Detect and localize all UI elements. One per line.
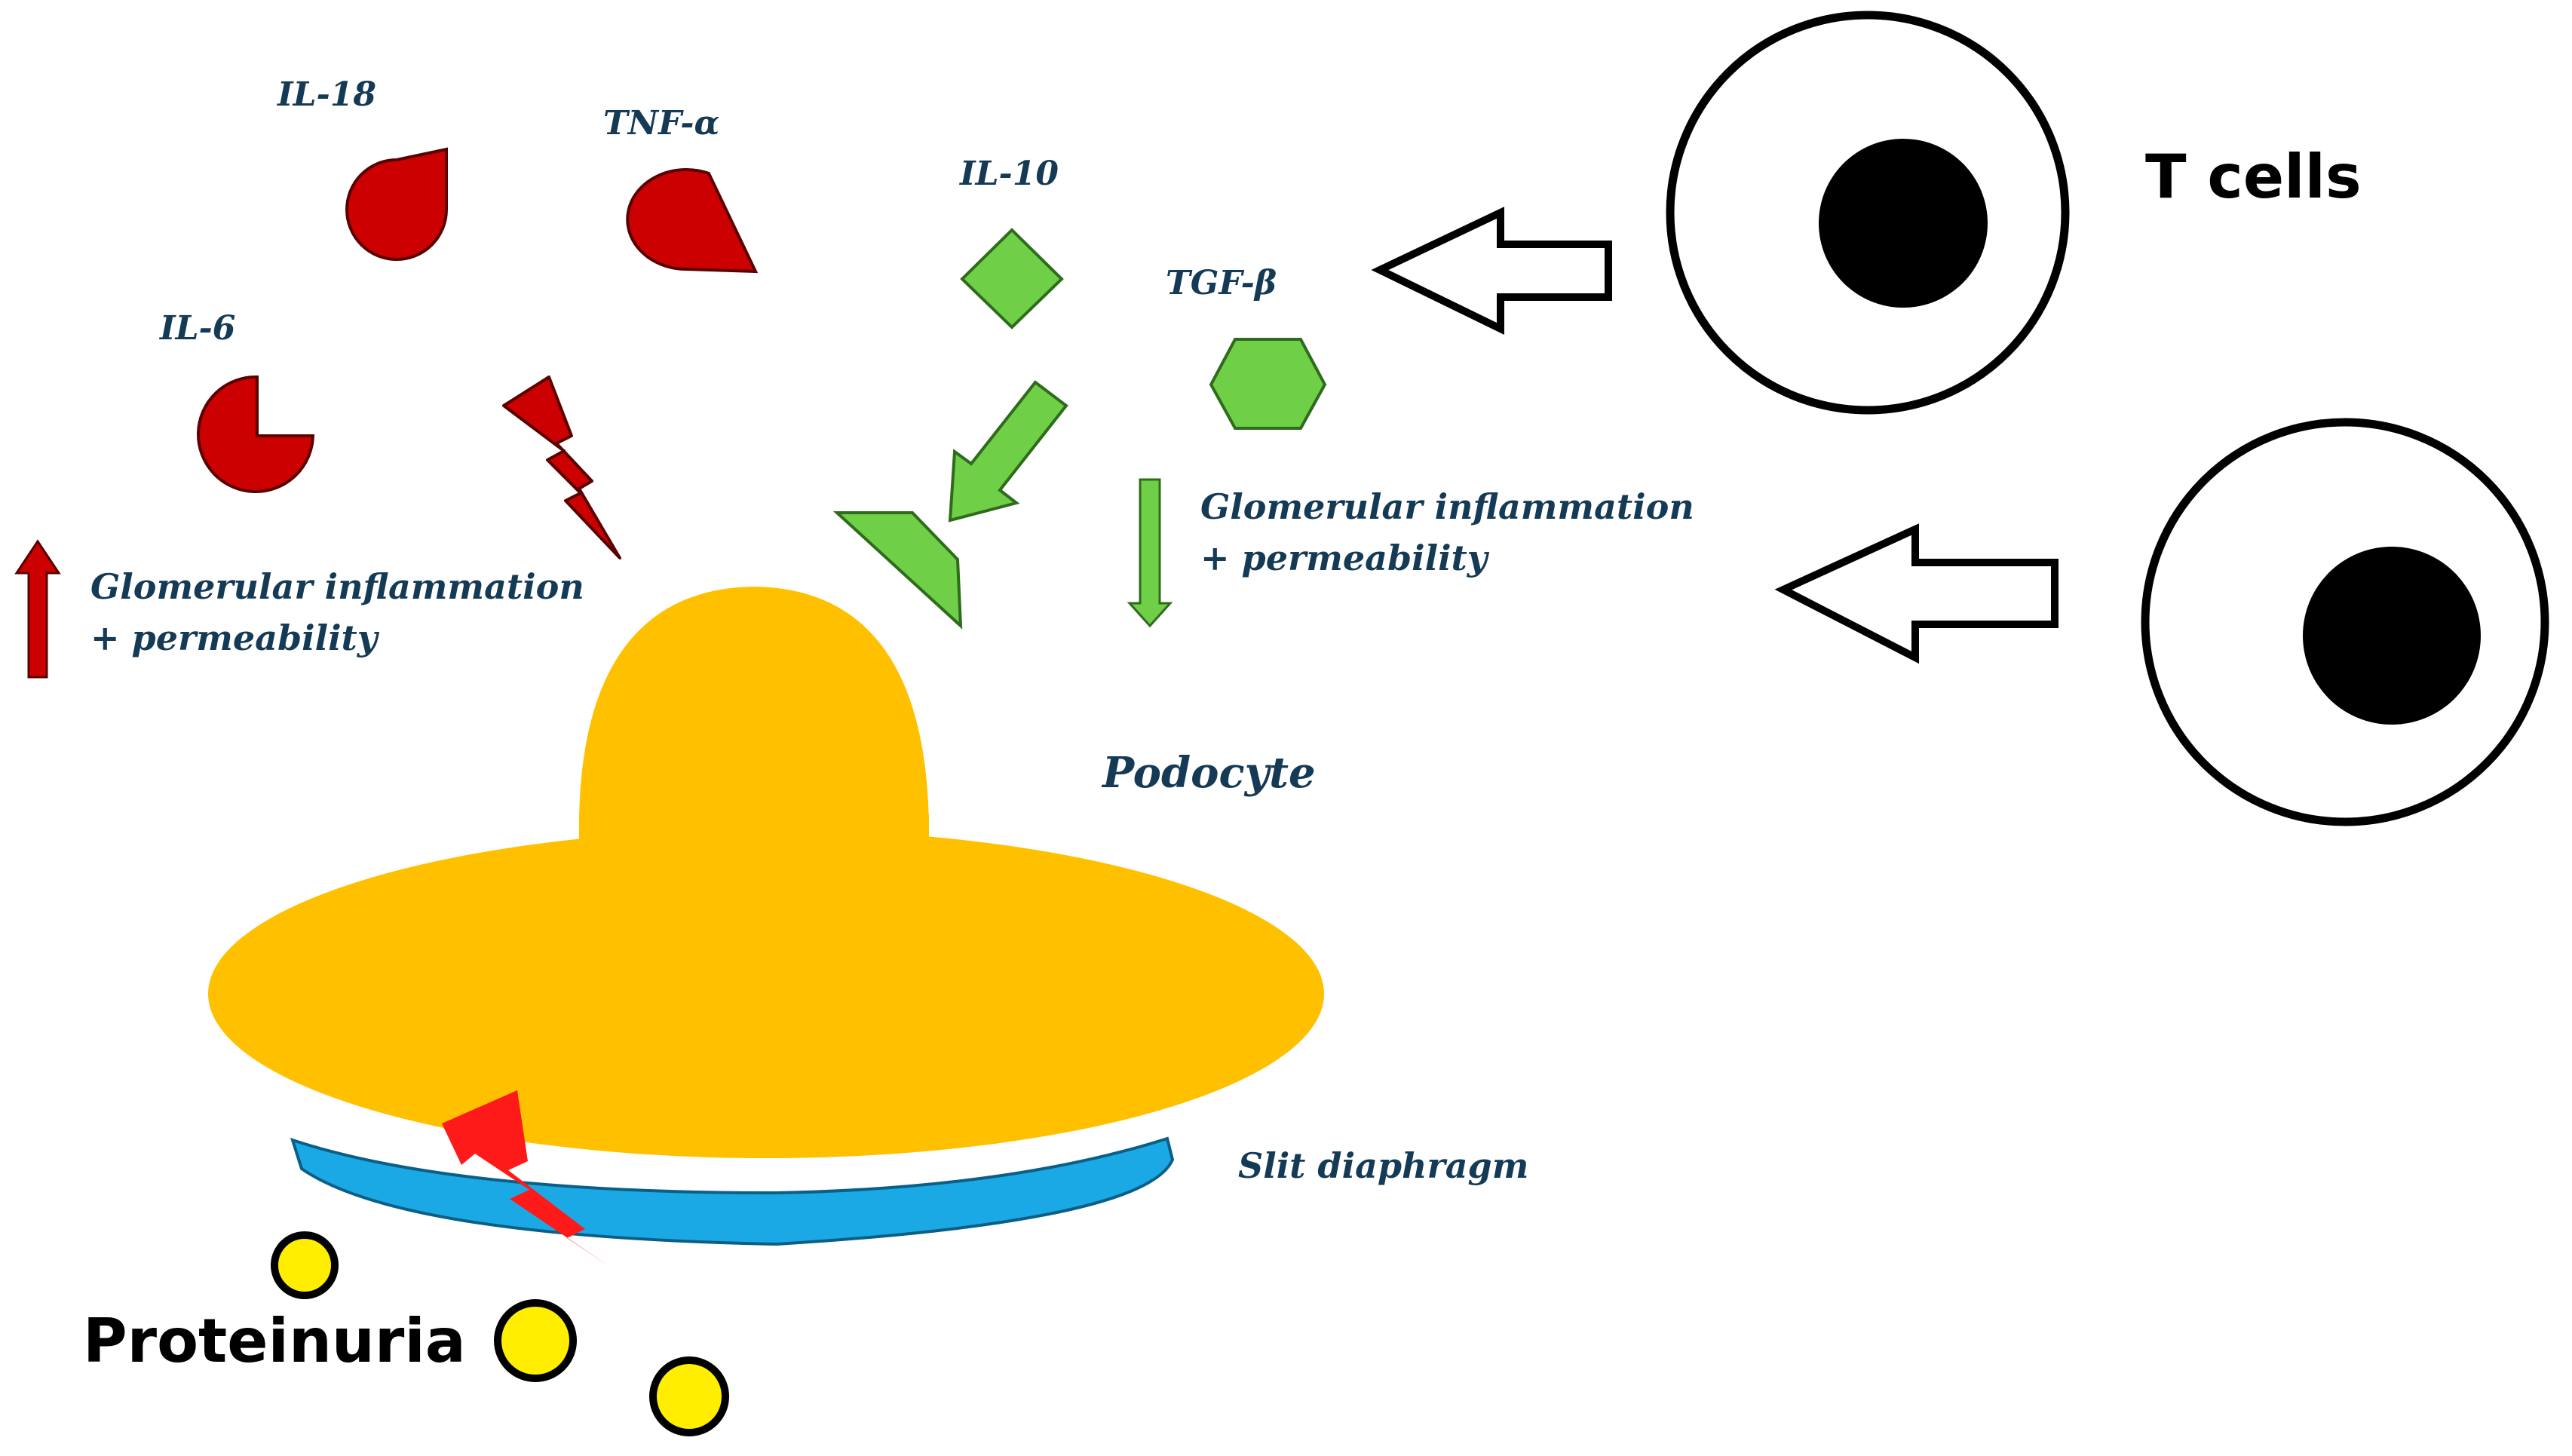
tnf-label: TNF-α	[603, 104, 719, 143]
tnf-shape	[626, 168, 759, 274]
tgf-label: TGF-β	[1166, 264, 1277, 302]
red-up-arrow-icon	[14, 539, 61, 679]
protein-particle	[494, 1299, 577, 1382]
effect-right-line2: + permeability	[1200, 538, 1490, 578]
il6-label: IL-6	[158, 309, 235, 348]
protein-particle	[271, 1231, 339, 1299]
effect-left-line1: Glomerular inflammation	[90, 566, 584, 607]
podocyte-cell	[208, 587, 1324, 1158]
effect-left-line2: + permeability	[90, 618, 380, 658]
injury-bolt-icon	[442, 1090, 612, 1268]
il10-shape	[960, 228, 1064, 330]
il18-shape	[345, 147, 448, 261]
effect-right-line1: Glomerular inflammation	[1200, 486, 1694, 527]
slit-diaphragm	[290, 1136, 1175, 1246]
proteinuria-label: Proteinuria	[83, 1306, 466, 1376]
lightning-bolt-icon	[502, 375, 621, 559]
t-cell-top-nucleus	[1819, 139, 1988, 308]
t-cell-bottom	[2141, 418, 2549, 826]
t-cells-label: T cells	[2145, 142, 2362, 212]
green-receptor-shape	[832, 511, 963, 630]
green-down-arrow-icon	[1127, 478, 1173, 628]
t-cell-bottom-nucleus	[2303, 547, 2481, 725]
il6-shape	[197, 375, 315, 493]
hollow-left-arrow-icon	[1371, 207, 1612, 335]
tgf-shape	[1209, 338, 1327, 430]
slit-diaphragm-label: Slit diaphragm	[1238, 1145, 1528, 1186]
t-cell-top	[1666, 11, 2070, 415]
il18-label: IL-18	[276, 75, 376, 114]
green-diagonal-arrow-icon	[948, 380, 1068, 523]
protein-particle	[649, 1356, 729, 1436]
podocyte-label: Podocyte	[1101, 748, 1316, 798]
hollow-left-arrow-icon	[1774, 523, 2059, 664]
il10-label: IL-10	[958, 155, 1059, 193]
